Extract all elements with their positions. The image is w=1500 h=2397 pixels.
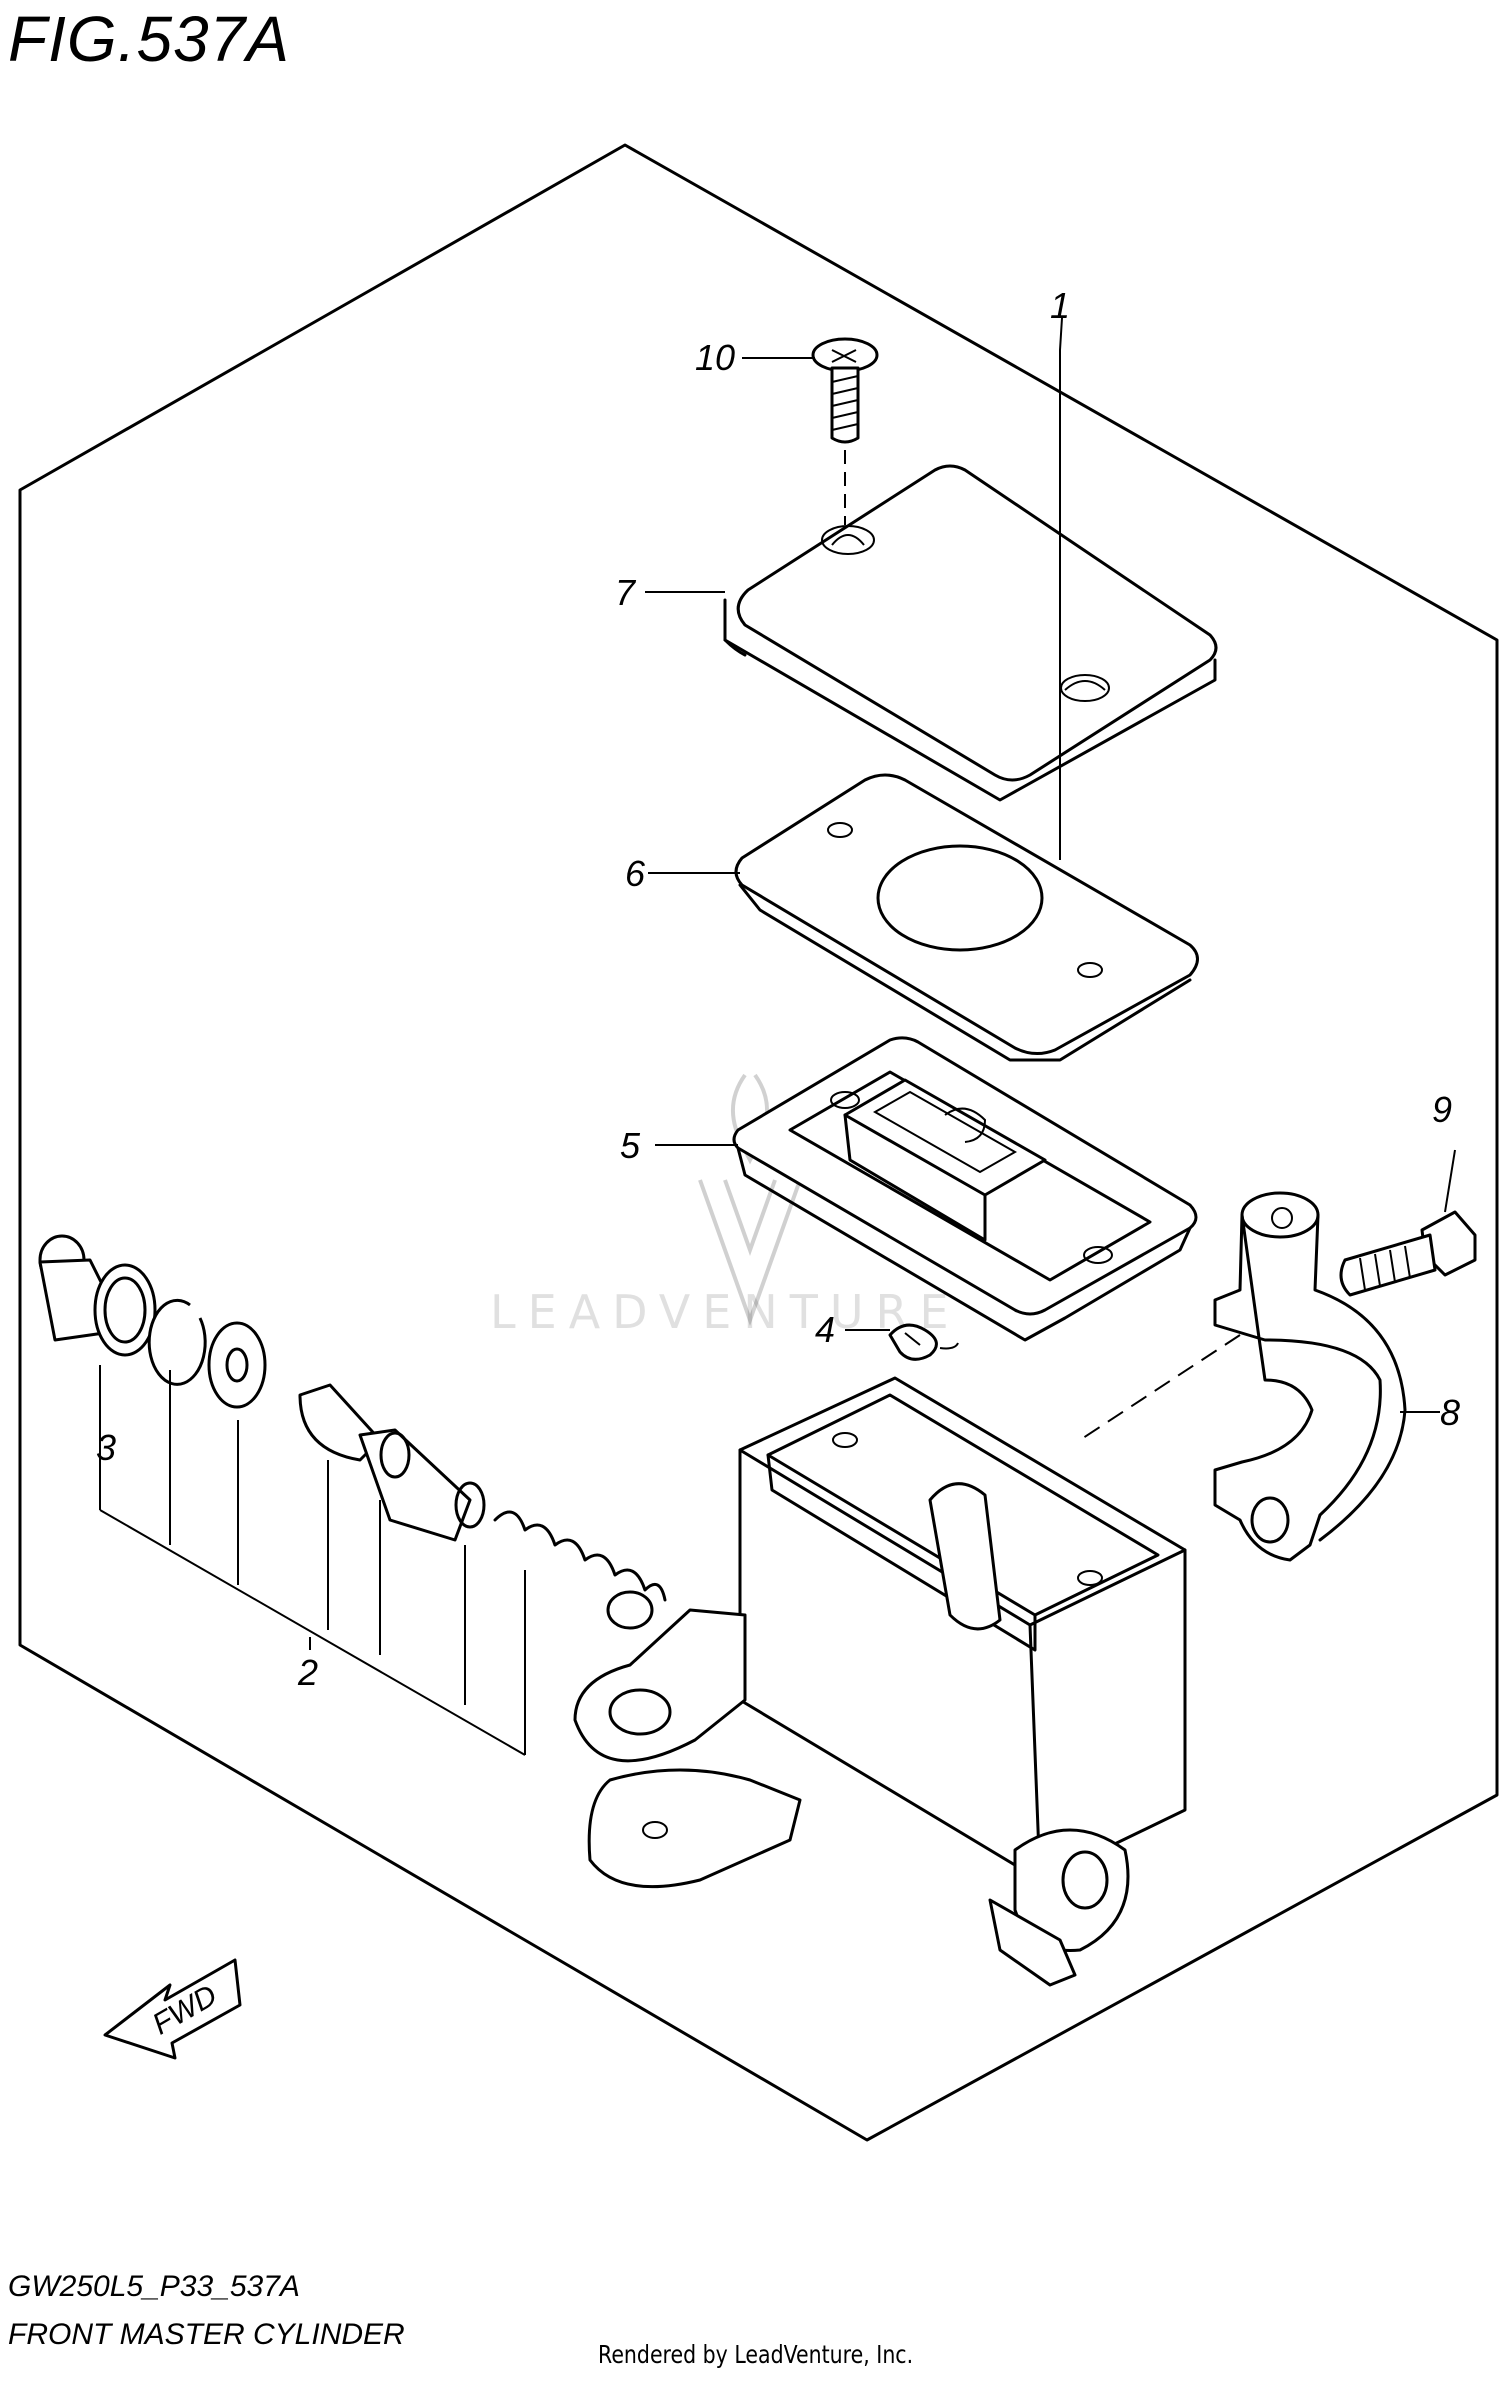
figure-title: FIG.537A [8,3,290,75]
part-boot-3 [38,1234,157,1357]
part-diaphragm-5 [732,1036,1198,1342]
callout-10: 10 [695,337,735,378]
callout-4: 4 [815,1309,835,1350]
leader-lines [645,317,1440,1413]
callout-6: 6 [625,853,646,894]
callout-5: 5 [620,1125,641,1166]
callout-1: 1 [1050,285,1070,326]
part-master-cylinder-body-1 [573,1376,1187,1987]
watermark-logo-icon [698,1073,802,1326]
part-screw-10 [811,337,879,525]
part-bolt-9 [1339,1149,1477,1297]
rendered-by-note: Rendered by LeadVenture, Inc. [598,2340,914,2369]
callout-9: 9 [1432,1089,1452,1130]
parts-bracket-2-3 [99,1365,526,1756]
figure-caption: FRONT MASTER CYLINDER [8,2318,405,2351]
callout-7: 7 [615,572,637,613]
part-piston-set-2 [147,1298,667,1630]
assembly-boundary [18,143,1499,2142]
model-code: GW250L5_P33_537A [8,2270,300,2303]
callout-3: 3 [96,1427,116,1468]
part-diaphragm-plate-6 [734,773,1199,1062]
part-holder-clamp-8 [1079,1191,1407,1562]
callout-2: 2 [297,1652,318,1693]
callout-8: 8 [1440,1392,1460,1433]
part-clip-4 [888,1323,959,1361]
forward-arrow-icon: FWD [103,1958,242,2060]
part-reservoir-cap-7 [723,464,1218,802]
